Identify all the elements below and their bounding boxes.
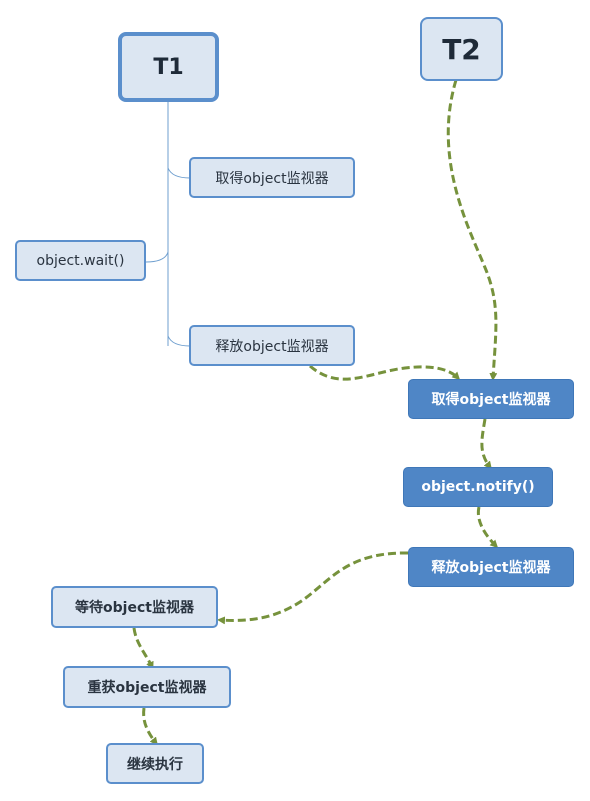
t1-acquire-monitor-node: 取得object监视器 xyxy=(189,157,355,198)
t1-release-monitor-node: 释放object监视器 xyxy=(189,325,355,366)
t1-release-monitor-label: 释放object监视器 xyxy=(215,338,329,355)
flow-arrow-reacquire-to-continue xyxy=(142,707,158,746)
t2-notify-label: object.notify() xyxy=(421,479,535,495)
thread-t2-node: T2 xyxy=(420,17,503,81)
thread-t1-node: T1 xyxy=(118,32,219,102)
flow-arrow-acquire-to-notify xyxy=(480,418,492,470)
t1-reacquire-monitor-label: 重获object监视器 xyxy=(87,680,207,696)
tree-connector-acquire xyxy=(167,167,191,179)
t1-wait-monitor-label: 等待object监视器 xyxy=(75,600,194,616)
t2-acquire-monitor-node: 取得object监视器 xyxy=(408,379,574,419)
thread-t1-label: T1 xyxy=(153,54,184,80)
t1-wait-monitor-node: 等待object监视器 xyxy=(51,586,218,628)
flow-arrow-t2-to-acquire xyxy=(446,79,498,381)
t2-acquire-monitor-label: 取得object监视器 xyxy=(431,392,551,408)
t1-acquire-monitor-label: 取得object监视器 xyxy=(215,170,329,187)
flow-arrow-release-to-wait-monitor xyxy=(217,551,409,625)
tree-connector-release xyxy=(167,335,191,347)
flow-arrow-release-to-acquire xyxy=(309,364,461,381)
t1-reacquire-monitor-node: 重获object监视器 xyxy=(63,666,231,708)
t2-release-monitor-label: 释放object监视器 xyxy=(431,560,551,576)
t2-notify-node: object.notify() xyxy=(403,467,553,507)
t2-release-monitor-node: 释放object监视器 xyxy=(408,547,574,587)
t1-continue-node: 继续执行 xyxy=(106,743,204,784)
tree-connector-wait xyxy=(145,251,169,263)
t1-wait-label: object.wait() xyxy=(36,252,125,269)
t1-continue-label: 继续执行 xyxy=(127,756,183,773)
thread-t2-label: T2 xyxy=(442,32,481,66)
flow-arrow-wait-monitor-to-reacquire xyxy=(132,627,154,670)
flow-arrow-notify-to-release xyxy=(476,506,499,549)
t1-wait-node: object.wait() xyxy=(15,240,146,281)
